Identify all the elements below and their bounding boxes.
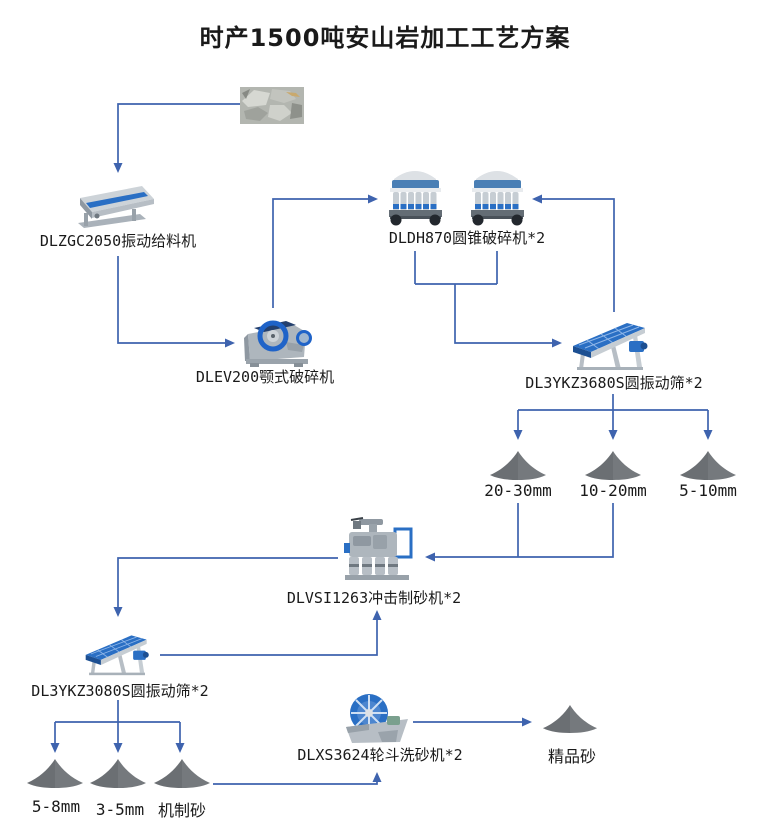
node-pile-10-20mm xyxy=(583,450,643,484)
feeder-label: DLZGC2050振动给料机 xyxy=(39,232,197,250)
node-pile-20-30mm xyxy=(488,450,548,484)
cone-crusher-icon xyxy=(389,171,442,226)
jaw-crusher-label: DLEV200颚式破碎机 xyxy=(195,368,335,386)
cone-crusher-icon xyxy=(471,171,524,226)
node-jaw-crusher xyxy=(242,312,322,373)
screen-coarse-label: DL3YKZ3680S圆振动筛*2 xyxy=(525,374,703,392)
arrow-screen-fine-return-to-sand-maker xyxy=(160,610,382,656)
node-pile-premium-sand xyxy=(541,703,599,738)
pile-20-30mm-label: 20-30mm xyxy=(484,481,552,500)
node-pile-machine-sand xyxy=(152,758,212,792)
aggregate-pile-icon xyxy=(542,704,598,733)
arrow-cone-to-screen-coarse xyxy=(454,284,562,348)
node-feeder xyxy=(74,183,156,233)
pile-premium-sand-label: 精品砂 xyxy=(547,747,596,766)
arrow-jaw-to-cone xyxy=(272,194,378,308)
jaw-crusher-icon xyxy=(244,320,312,367)
vibrating-screen-icon xyxy=(573,323,648,370)
screen-fine-label: DL3YKZ3080S圆振动筛*2 xyxy=(31,682,209,700)
aggregate-pile-icon xyxy=(490,451,546,480)
pile-3-5mm-label: 3-5mm xyxy=(95,800,145,819)
vibrating-screen-icon xyxy=(85,635,149,676)
arrow-rock-to-feeder xyxy=(113,103,240,173)
node-sand-maker xyxy=(339,517,417,591)
node-pile-5-10mm xyxy=(678,450,738,484)
sand-maker-label: DLVSI1263冲击制砂机*2 xyxy=(286,589,462,607)
aggregate-pile-icon xyxy=(90,759,146,788)
connector-screen-coarse-split xyxy=(518,394,708,411)
cone-crusher-label: DLDH870圆锥破碎机*2 xyxy=(388,229,546,247)
arrow-feeder-to-jaw xyxy=(117,256,235,348)
node-cone-crusher xyxy=(384,166,529,227)
sand-maker-icon xyxy=(344,517,413,580)
aggregate-pile-icon xyxy=(680,451,736,480)
arrow-aggregates-to-sand-maker xyxy=(425,503,614,562)
node-raw-material xyxy=(240,87,304,128)
pile-5-10mm-label: 5-10mm xyxy=(679,481,737,500)
pile-5-8mm-label: 5-8mm xyxy=(31,797,81,816)
raw-material-photo xyxy=(240,87,304,124)
node-pile-5-8mm xyxy=(25,758,85,792)
aggregate-pile-icon xyxy=(27,759,83,788)
arrow-machine-sand-to-washer xyxy=(213,772,382,785)
pile-10-20mm-label: 10-20mm xyxy=(579,481,647,500)
aggregate-pile-icon xyxy=(585,451,641,480)
node-pile-3-5mm xyxy=(88,758,148,792)
connector-screen-fine-split xyxy=(55,700,180,723)
sand-washer-icon xyxy=(346,694,408,743)
node-screen-coarse xyxy=(571,317,656,377)
arrow-screen-return-to-cone xyxy=(532,194,615,312)
pile-machine-sand-label: 机制砂 xyxy=(157,801,206,820)
node-screen-fine xyxy=(84,627,156,685)
sand-washer-label: DLXS3624轮斗洗砂机*2 xyxy=(297,746,463,764)
connector-cone-merge xyxy=(414,251,498,285)
node-sand-washer xyxy=(344,692,410,749)
arrow-sand-maker-to-screen-fine xyxy=(113,557,338,617)
vibrating-feeder-icon xyxy=(78,186,154,228)
aggregate-pile-icon xyxy=(154,759,210,788)
page-title: 时产1500吨安山岩加工工艺方案 xyxy=(199,24,571,52)
